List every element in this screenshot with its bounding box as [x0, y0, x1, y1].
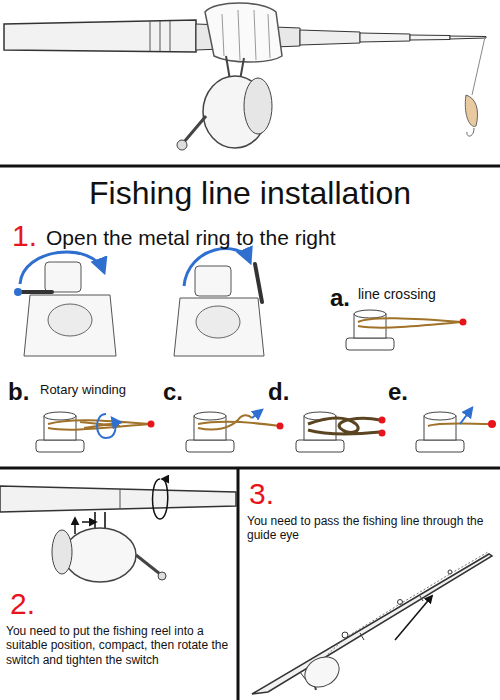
- reel-body: [174, 298, 264, 356]
- step-number: 2.: [10, 586, 60, 622]
- rotate-arrow: [153, 479, 168, 519]
- sub-step-letter: d.: [268, 378, 289, 407]
- spool-figure: [346, 310, 467, 350]
- sub-step-caption: line crossing: [358, 286, 436, 303]
- step-instruction: You need to put the fishing reel into a …: [6, 624, 230, 667]
- reel-seat-ring: [120, 489, 121, 509]
- bail-dot: [14, 288, 22, 296]
- sub-step-letter: e.: [388, 378, 408, 407]
- panel-border: [237, 468, 240, 700]
- fishing-line: [322, 552, 488, 660]
- panel-border: [0, 467, 500, 470]
- line-wrap: [358, 318, 462, 327]
- spool-top: [354, 310, 386, 318]
- grip-ring: [170, 21, 171, 51]
- line-wrap: [48, 420, 150, 429]
- lure: [465, 95, 477, 126]
- step-number: 3.: [249, 476, 299, 512]
- push-arrow: [74, 518, 76, 534]
- reel-body: [64, 528, 136, 582]
- rod-guide-illustration: [252, 552, 492, 694]
- line-end: [460, 319, 467, 326]
- reel-spool: [196, 306, 240, 338]
- rod: [252, 554, 492, 694]
- grip-ring: [160, 21, 161, 51]
- line-knot: [308, 418, 380, 434]
- sub-step-letter: c.: [163, 378, 183, 407]
- reel-stem: [45, 262, 81, 292]
- hook: [467, 128, 474, 136]
- reel-body: [24, 295, 116, 356]
- spool-base: [186, 440, 234, 452]
- reel-bail-open: [14, 252, 116, 356]
- line-wrap: [428, 424, 490, 427]
- guide-eye: [342, 632, 348, 638]
- spool-base: [296, 440, 344, 452]
- rod-handle: [0, 486, 236, 512]
- panel-border: [0, 165, 500, 168]
- rod-joint: [360, 633, 364, 640]
- pull-arrow: [252, 410, 262, 418]
- step-instruction: Open the metal ring to the right: [46, 225, 494, 250]
- spool-figure: [416, 408, 496, 452]
- grip-ring: [150, 21, 151, 51]
- diagram-title: Fishing line installation: [0, 174, 500, 212]
- line-end: [379, 417, 386, 424]
- step-panel: 2.You need to put the fishing reel into …: [0, 470, 236, 700]
- spool-figure: [296, 412, 386, 452]
- bail-arm: [255, 264, 262, 302]
- pull-arrow: [460, 408, 472, 424]
- step-panel: 3.You need to pass the fishing line thro…: [241, 470, 500, 700]
- rod-section: [300, 30, 360, 45]
- spool-figure: [186, 410, 284, 452]
- step-panel: 1.Open the metal ring to the right: [0, 168, 500, 466]
- turn-arrow: [20, 252, 104, 284]
- reel-spool: [48, 304, 92, 336]
- hand: [205, 3, 282, 62]
- reel-spool: [244, 78, 272, 134]
- reel-handle: [184, 116, 206, 142]
- finger-line: [222, 10, 270, 60]
- rod-joint: [420, 596, 423, 601]
- thread-arrow: [395, 596, 432, 640]
- reel-knob: [158, 572, 166, 580]
- spool-base: [36, 440, 84, 452]
- spool-figure: [36, 412, 155, 452]
- reel-seat-illustration: [0, 479, 236, 582]
- sub-step-caption: Rotary winding: [40, 382, 126, 398]
- bail-arm: [18, 290, 52, 294]
- turn-arrow: [97, 414, 115, 438]
- reel-handle: [136, 555, 160, 574]
- spool-top: [44, 412, 76, 420]
- rod-illustration: [4, 3, 486, 150]
- turn-arrow: [184, 249, 250, 287]
- reel-stem: [195, 266, 231, 296]
- step-instruction: You need to pass the fishing line throug…: [247, 514, 493, 543]
- spool-base: [416, 440, 464, 452]
- fishing-line: [472, 37, 485, 95]
- reel-bail-open: [174, 249, 264, 357]
- spool-top: [194, 412, 226, 420]
- spool-top: [424, 412, 456, 420]
- rod-section: [450, 36, 486, 39]
- spool-base: [346, 338, 394, 350]
- line-end: [488, 420, 496, 428]
- reel-body: [299, 651, 344, 693]
- line-wrap: [198, 415, 280, 429]
- line-end: [379, 430, 386, 437]
- line-end: [277, 423, 284, 430]
- line-end: [148, 421, 155, 428]
- push-arrow: [82, 521, 96, 523]
- rod-handle: [4, 20, 196, 52]
- sub-step-letter: a.: [330, 284, 350, 313]
- sub-step-letter: b.: [8, 378, 29, 407]
- rod-section: [410, 35, 450, 40]
- reel-spool: [52, 530, 72, 574]
- rod-section: [360, 33, 410, 42]
- reel-knob: [177, 140, 187, 150]
